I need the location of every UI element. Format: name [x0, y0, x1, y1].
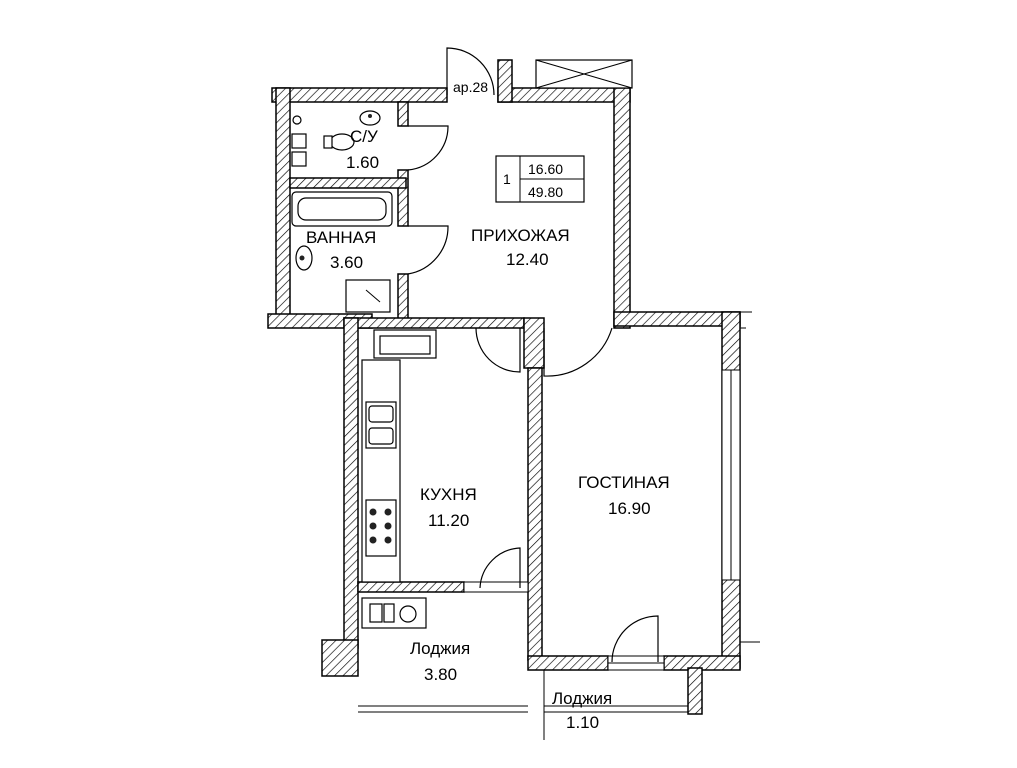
kitchen-loggia-door — [479, 547, 521, 589]
loggia-2-name: Лоджия — [552, 689, 612, 708]
loggia-1-area: 3.80 — [424, 665, 457, 684]
info-rooms: 1 — [503, 171, 511, 187]
loggia-1-name: Лоджия — [410, 639, 470, 658]
kitchen-name: КУХНЯ — [420, 485, 477, 504]
toilet-name: С/У — [350, 127, 378, 146]
doors — [407, 47, 659, 663]
kitchen-area: 11.20 — [428, 511, 469, 530]
fixtures — [291, 110, 585, 629]
labels: ар.28 1 16.60 49.80 С/У 1.60 ВАННАЯ 3.60… — [306, 79, 670, 732]
wc-door — [407, 125, 449, 171]
bathroom-name: ВАННАЯ — [306, 228, 376, 247]
info-living-area: 16.60 — [528, 161, 563, 177]
living-loggia-door — [611, 615, 659, 663]
info-total-area: 49.80 — [528, 184, 563, 200]
hallway-name: ПРИХОЖАЯ — [471, 226, 570, 245]
loggia-2-area: 1.10 — [566, 713, 599, 732]
kitchen-door — [475, 327, 521, 373]
bathroom-area: 3.60 — [330, 253, 363, 272]
windows — [358, 311, 760, 740]
living-door — [543, 327, 613, 377]
bathroom-door — [407, 225, 449, 275]
hallway-area: 12.40 — [506, 250, 549, 269]
toilet-area: 1.60 — [346, 153, 379, 172]
entrance-door — [446, 47, 495, 96]
living-room-name: ГОСТИНАЯ — [578, 473, 670, 492]
living-room-area: 16.90 — [608, 499, 651, 518]
entrance-label: ар.28 — [453, 79, 488, 95]
